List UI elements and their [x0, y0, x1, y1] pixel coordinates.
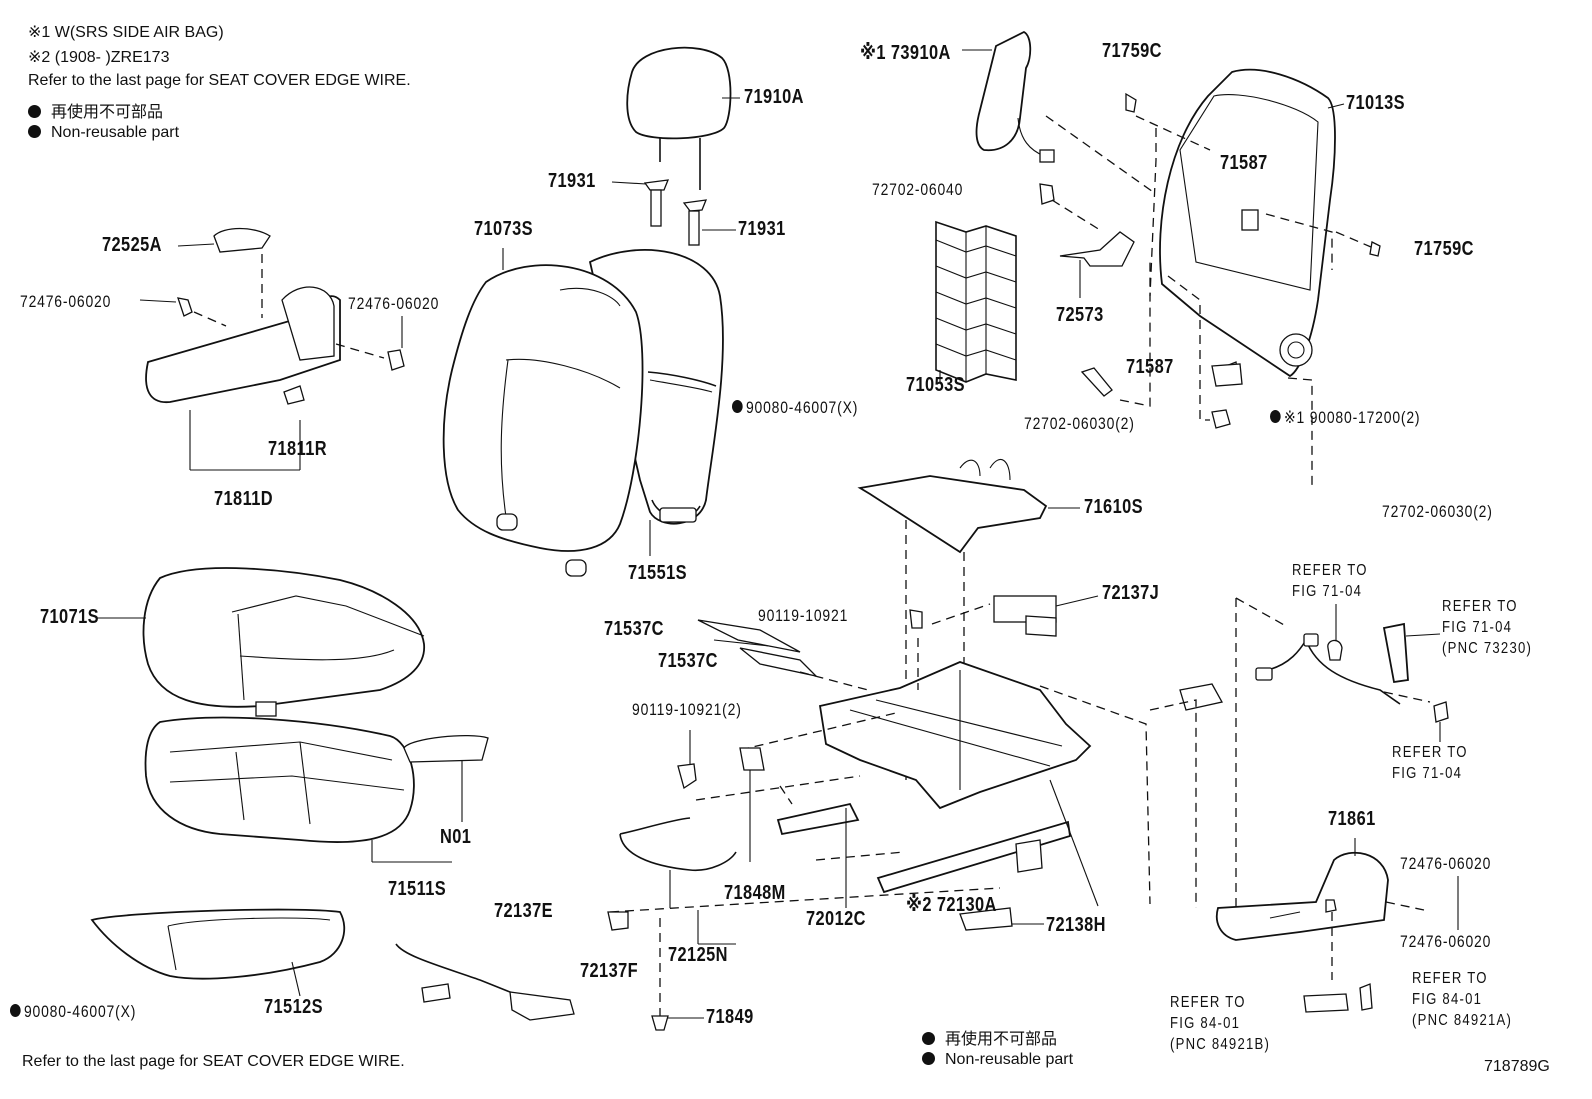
side-shield-drawing — [139, 227, 405, 471]
label-71511S[interactable]: 71511S — [388, 878, 447, 900]
label-72130A[interactable]: ※2 72130A — [906, 894, 997, 916]
note-airbag: ※1 W(SRS SIDE AIR BAG) — [28, 24, 224, 41]
label-71848M[interactable]: 71848M — [724, 882, 786, 904]
lower-cushion-drawing — [90, 908, 575, 1021]
bullet-icon — [28, 125, 41, 138]
label-71053S[interactable]: 71053S — [906, 374, 966, 396]
airbag-drawing — [962, 30, 1055, 163]
label-71512S[interactable]: 71512S — [264, 996, 324, 1018]
label-72476-06020-a[interactable]: 72476-06020 — [20, 292, 112, 311]
label-71931-a[interactable]: 71931 — [548, 170, 596, 192]
refer-line: REFER TO — [1292, 562, 1368, 579]
label-72573[interactable]: 72573 — [1056, 304, 1104, 326]
legend-en: Non-reusable part — [28, 124, 179, 142]
non-reusable-icon — [10, 1004, 21, 1017]
label-72702-06040[interactable]: 72702-06040 — [872, 180, 964, 199]
label-90119-10921-a[interactable]: 90119-10921 — [758, 606, 849, 625]
refer-fig-84-01-pnc-84921B[interactable]: REFER TO FIG 84-01 (PNC 84921B) — [1170, 992, 1270, 1055]
back-frame-drawing — [1045, 68, 1381, 488]
label-71610S[interactable]: 71610S — [1084, 496, 1144, 518]
label-71811R[interactable]: 71811R — [268, 438, 328, 460]
label-71073S[interactable]: 71073S — [474, 218, 534, 240]
legend-jp: 再使用不可部品 — [28, 98, 163, 122]
label-72702-06030-b[interactable]: 72702-06030(2) — [1382, 502, 1493, 521]
figure-id: 718789G — [1484, 1058, 1550, 1075]
refer-line: FIG 84-01 — [1412, 991, 1483, 1008]
bottom-edge-wire-note: Refer to the last page for SEAT COVER ED… — [22, 1053, 405, 1070]
refer-line: FIG 71-04 — [1442, 619, 1513, 636]
note-model: ※2 (1908- )ZRE173 — [28, 49, 170, 66]
label-71013S[interactable]: 71013S — [1346, 92, 1406, 114]
label-N01[interactable]: N01 — [440, 826, 472, 848]
label-71861[interactable]: 71861 — [1328, 808, 1376, 830]
label-72702-06030-a[interactable]: 72702-06030(2) — [1024, 414, 1135, 433]
belt-drawing — [1235, 597, 1449, 908]
note-edge-wire: Refer to the last page for SEAT COVER ED… — [28, 72, 411, 89]
label-72012C[interactable]: 72012C — [806, 908, 866, 930]
refer-line: (PNC 73230) — [1442, 640, 1533, 657]
label-90080-46007-a[interactable]: 90080-46007(X) — [732, 398, 858, 418]
seatback-drawing — [442, 248, 724, 577]
bullet-icon — [922, 1052, 935, 1065]
label-71759C-b[interactable]: 71759C — [1414, 238, 1474, 260]
label-72137E[interactable]: 72137E — [494, 900, 554, 922]
refer-fig-71-04-pnc-73230[interactable]: REFER TO FIG 71-04 (PNC 73230) — [1442, 596, 1532, 659]
non-reusable-icon — [732, 400, 743, 413]
label-73910A[interactable]: ※1 73910A — [860, 42, 951, 64]
refer-fig-84-01-pnc-84921A[interactable]: REFER TO FIG 84-01 (PNC 84921A) — [1412, 968, 1512, 1031]
label-72137F[interactable]: 72137F — [580, 960, 639, 982]
side-cover-drawing — [1215, 838, 1459, 1013]
refer-line: FIG 84-01 — [1170, 1015, 1241, 1032]
label-72125N[interactable]: 72125N — [668, 944, 728, 966]
label-72476-06020-b[interactable]: 72476-06020 — [348, 294, 440, 313]
label-90080-46007-b[interactable]: 90080-46007(X) — [10, 1002, 136, 1022]
bottom-legend-en: Non-reusable part — [922, 1051, 1073, 1069]
headrest-guide-drawing — [611, 179, 736, 246]
bullet-icon — [922, 1032, 935, 1045]
label-90119-10921-b[interactable]: 90119-10921(2) — [632, 700, 742, 719]
label-71537C-a[interactable]: 71537C — [604, 618, 664, 640]
label-71537C-b[interactable]: 71537C — [658, 650, 718, 672]
refer-fig-71-04-a[interactable]: REFER TO FIG 71-04 — [1292, 560, 1368, 602]
label-71587-a[interactable]: 71587 — [1220, 152, 1268, 174]
seat-track-drawing — [607, 595, 1223, 1031]
headrest-drawing — [626, 46, 740, 190]
refer-line: REFER TO — [1170, 994, 1246, 1011]
non-reusable-icon — [1270, 410, 1281, 423]
label-71587-b[interactable]: 71587 — [1126, 356, 1174, 378]
refer-line: FIG 71-04 — [1292, 583, 1363, 600]
label-71759C-a[interactable]: 71759C — [1102, 40, 1162, 62]
refer-line: REFER TO — [1392, 744, 1468, 761]
cushion-cover-drawing — [96, 567, 489, 863]
label-72525A[interactable]: 72525A — [102, 234, 162, 256]
label-72476-06020-c[interactable]: 72476-06020 — [1400, 854, 1492, 873]
label-72138H[interactable]: 72138H — [1046, 914, 1106, 936]
refer-line: REFER TO — [1412, 970, 1488, 987]
refer-line: (PNC 84921B) — [1170, 1036, 1271, 1053]
label-72137J[interactable]: 72137J — [1102, 582, 1160, 604]
label-71910A[interactable]: 71910A — [744, 86, 804, 108]
label-90080-17200[interactable]: ※1 90080-17200(2) — [1270, 408, 1420, 428]
refer-line: (PNC 84921A) — [1412, 1012, 1513, 1029]
bottom-legend-jp: 再使用不可部品 — [922, 1025, 1057, 1049]
refer-fig-71-04-c[interactable]: REFER TO FIG 71-04 — [1392, 742, 1468, 784]
label-71931-b[interactable]: 71931 — [738, 218, 786, 240]
bullet-icon — [28, 105, 41, 118]
refer-line: FIG 71-04 — [1392, 765, 1463, 782]
label-71551S[interactable]: 71551S — [628, 562, 688, 584]
springs-drawing — [935, 183, 1243, 407]
label-72476-06020-d[interactable]: 72476-06020 — [1400, 932, 1492, 951]
label-71849[interactable]: 71849 — [706, 1006, 754, 1028]
label-71811D[interactable]: 71811D — [214, 488, 274, 510]
refer-line: REFER TO — [1442, 598, 1518, 615]
label-71071S[interactable]: 71071S — [40, 606, 100, 628]
